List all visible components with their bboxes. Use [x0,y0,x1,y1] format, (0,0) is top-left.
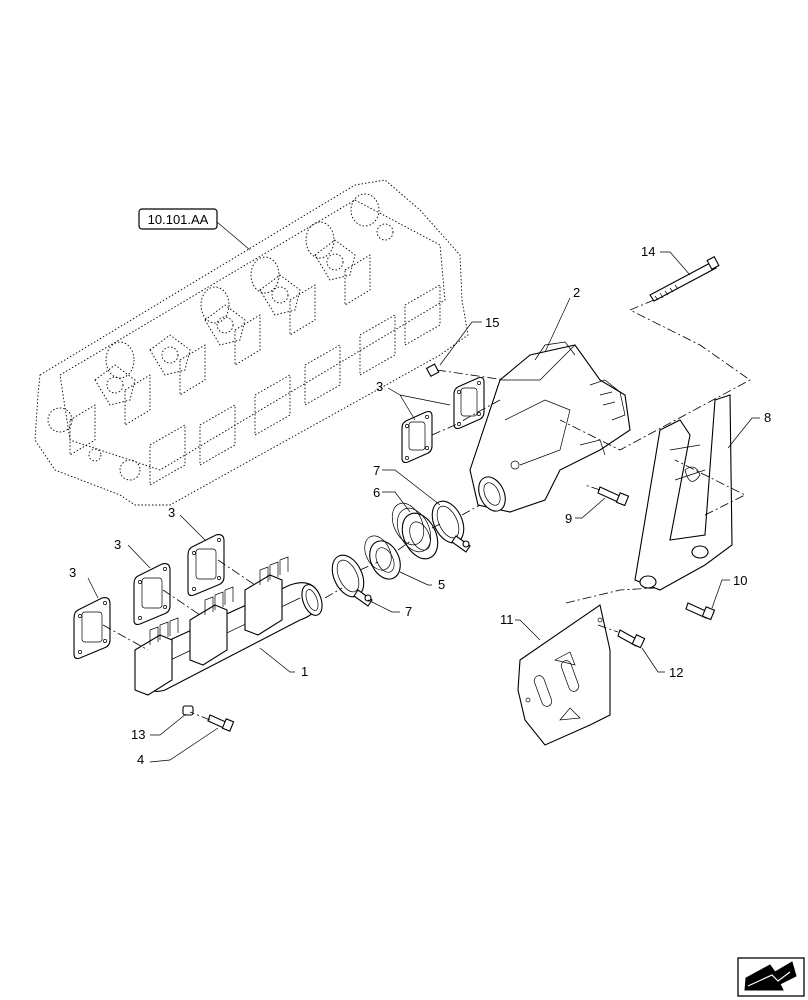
bolt-4 [207,714,235,732]
gasket-upper-1 [453,376,485,430]
callout-2: 2 [573,285,580,300]
callout-14: 14 [641,244,655,259]
gasket-upper-2 [401,410,433,464]
callout-3-b: 3 [114,537,121,552]
bellows-5 [364,535,401,580]
clamp-lower [331,554,373,607]
reference-box-label: 10.101.AA [148,212,209,227]
callout-11: 11 [500,612,514,627]
gasket-lower-3 [187,534,225,597]
bracket-8 [634,394,733,591]
callout-9: 9 [565,511,572,526]
callout-1: 1 [301,664,308,679]
callout-5: 5 [438,577,445,592]
assembly-lines [102,299,751,721]
callout-3-c: 3 [168,505,175,520]
bolt-14 [649,255,720,302]
callout-8: 8 [764,410,771,425]
exhaust-manifold [134,556,323,696]
reference-box[interactable]: 10.101.AA [138,208,218,230]
cylinder-head-reference [34,179,469,506]
callout-15: 15 [485,315,499,330]
bolt-12 [617,629,646,649]
callout-3-d: 3 [376,379,383,394]
bolt-10 [685,602,716,621]
callout-7-a: 7 [373,463,380,478]
callout-7-b: 7 [405,604,412,619]
callout-3-a: 3 [69,565,76,580]
arrow-icon[interactable] [737,957,805,997]
callout-13: 13 [131,727,145,742]
bolt-9 [597,486,630,507]
callout-leaders [87,251,760,763]
callout-10: 10 [733,573,747,588]
spacer-13 [182,705,194,716]
nut-15 [425,363,440,378]
callout-4: 4 [137,752,144,767]
turbo-manifold [469,341,631,513]
callout-labels: 1 2 3 3 3 3 4 5 6 7 7 8 9 10 11 12 13 14… [69,244,771,767]
bellows-6 [391,502,439,560]
gasket-lower-1 [73,597,111,660]
clamp-upper [431,500,471,553]
callout-12: 12 [669,665,683,680]
gasket-lower-2 [133,563,171,626]
reference-leader [216,221,251,251]
heat-shield-11 [517,604,611,746]
callout-6: 6 [373,485,380,500]
